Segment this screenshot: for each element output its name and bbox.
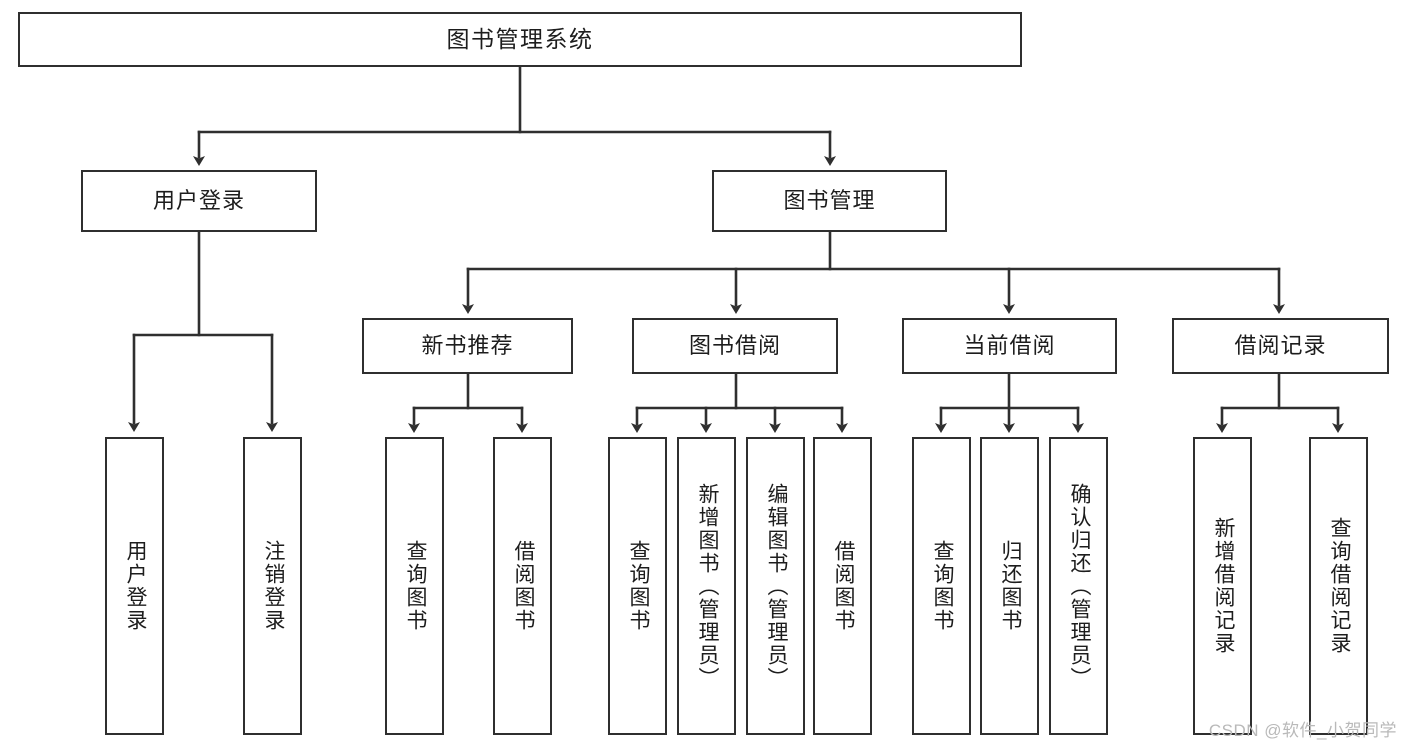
leaf-book-borrow-borrow[interactable]: 借阅图书 [813,437,872,735]
leaf-book-borrow-add[interactable]: 新增图书（管理员） [677,437,736,735]
leaf-label: 查询图书 [403,540,427,632]
leaf-label: 归还图书 [998,540,1022,632]
leaf-current-borrow-return[interactable]: 归还图书 [980,437,1039,735]
leaf-label: 确认归还（管理员） [1067,482,1091,690]
node-borrow-record-label: 借阅记录 [1234,332,1327,358]
node-book-management-label: 图书管理 [783,187,876,213]
leaf-new-book-query[interactable]: 查询图书 [385,437,444,735]
leaf-label: 查询借阅记录 [1327,517,1351,655]
leaf-label: 用户登录 [123,540,147,632]
node-new-book-recommend[interactable]: 新书推荐 [362,318,573,374]
leaf-label: 编辑图书（管理员） [764,482,788,690]
node-book-management[interactable]: 图书管理 [712,170,947,232]
node-borrow-record[interactable]: 借阅记录 [1172,318,1389,374]
leaf-user-login-login[interactable]: 用户登录 [105,437,164,735]
leaf-label: 注销登录 [261,540,285,632]
leaf-current-borrow-query[interactable]: 查询图书 [912,437,971,735]
node-current-borrow-label: 当前借阅 [963,332,1056,358]
node-user-login-label: 用户登录 [152,187,245,213]
node-current-borrow[interactable]: 当前借阅 [902,318,1117,374]
leaf-user-login-logout[interactable]: 注销登录 [243,437,302,735]
node-root[interactable]: 图书管理系统 [18,12,1022,67]
leaf-borrow-record-query[interactable]: 查询借阅记录 [1309,437,1368,735]
node-book-borrow[interactable]: 图书借阅 [632,318,838,374]
leaf-book-borrow-edit[interactable]: 编辑图书（管理员） [746,437,805,735]
csdn-watermark: CSDN @软件_小贺同学 [1208,721,1397,740]
leaf-label: 新增借阅记录 [1211,517,1235,655]
node-user-login[interactable]: 用户登录 [81,170,317,232]
leaf-label: 查询图书 [930,540,954,632]
leaf-label: 查询图书 [626,540,650,632]
leaf-label: 新增图书（管理员） [695,482,719,690]
node-book-borrow-label: 图书借阅 [688,332,781,358]
node-new-book-recommend-label: 新书推荐 [421,332,514,358]
leaf-label: 借阅图书 [511,540,535,632]
leaf-borrow-record-add[interactable]: 新增借阅记录 [1193,437,1252,735]
leaf-label: 借阅图书 [831,540,855,632]
leaf-new-book-borrow[interactable]: 借阅图书 [493,437,552,735]
node-root-label: 图书管理系统 [446,25,594,52]
leaf-book-borrow-query[interactable]: 查询图书 [608,437,667,735]
leaf-current-borrow-confirm[interactable]: 确认归还（管理员） [1049,437,1108,735]
